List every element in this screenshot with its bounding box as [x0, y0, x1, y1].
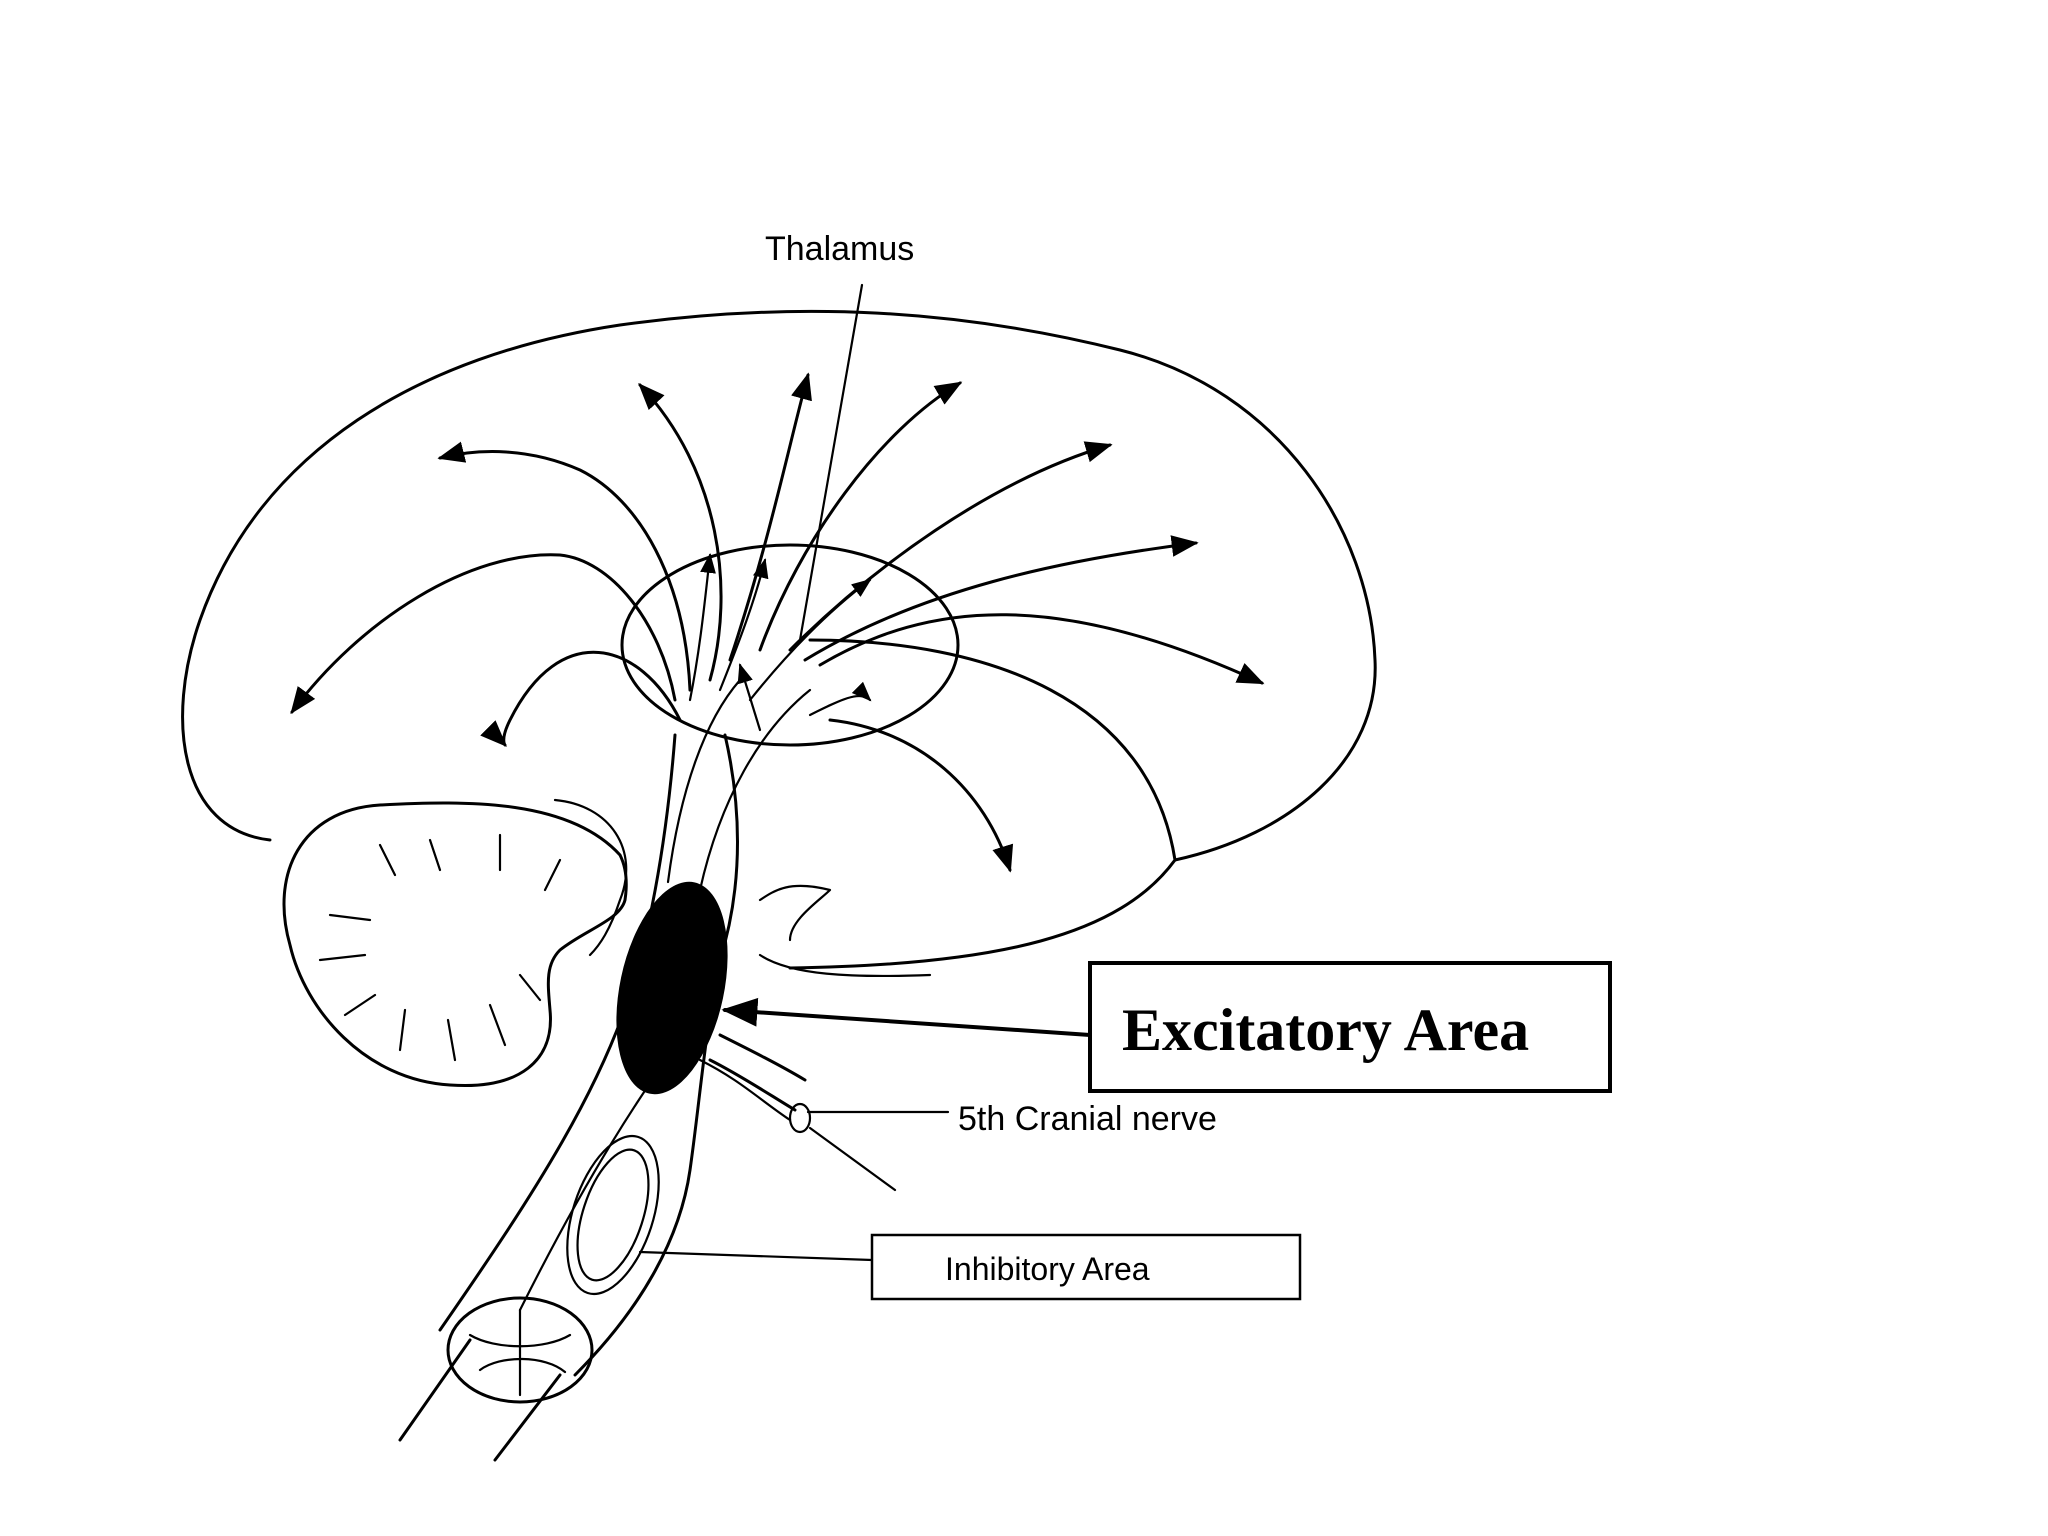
cerebrum-outline — [181, 309, 1377, 862]
thalamus-outline — [620, 543, 960, 747]
arrow-cortex-anterior-inner — [480, 650, 682, 747]
inhibitory-area-label: Inhibitory Area — [945, 1251, 1150, 1287]
ascending-pathway-left — [398, 1338, 472, 1442]
cranial-nerve-fiber — [808, 1126, 897, 1192]
brainstem-outline-right — [573, 733, 739, 1377]
spinal-cord-section — [446, 1296, 594, 1404]
arrow-cortex-anterior-high — [437, 441, 692, 692]
spinal-cord-grey-matter — [468, 1308, 572, 1397]
cranial-nerve-tip — [788, 1102, 812, 1134]
arrow-cortex-occipital-low — [818, 613, 1265, 685]
ascending-pathway-right — [493, 1373, 562, 1462]
excitatory-area-box — [1088, 961, 1612, 1093]
arrow-cortex-temporal — [828, 718, 1014, 873]
cerebellum-peduncle — [553, 798, 628, 957]
ascending-fibers — [666, 678, 812, 892]
arrow-thalamus-inner-4 — [737, 663, 762, 732]
arrow-thalamus-inner-2 — [718, 558, 769, 692]
thalamus-leader — [798, 283, 864, 642]
arrow-cortex-anterior-low — [290, 553, 677, 715]
temporal-lobe-contour — [788, 638, 1177, 970]
cranial-nerve-label: 5th Cranial nerve — [958, 1100, 1217, 1138]
excitatory-area-mass — [616, 881, 728, 1095]
projection-arrows — [290, 372, 1265, 873]
cerebellum-outline — [282, 801, 628, 1088]
arrow-cortex-vertex — [728, 372, 812, 662]
excitatory-area-label: Excitatory Area — [1122, 997, 1529, 1063]
inhibitory-area-box — [870, 1233, 1302, 1301]
inhibitory-area-mass — [576, 1148, 650, 1282]
arrow-cortex-frontal — [638, 383, 723, 682]
inhibitory-area-leader — [638, 1250, 874, 1262]
temporal-lower-edge — [758, 953, 932, 978]
brainstem-nerve-trunk — [698, 1058, 792, 1122]
arrow-cortex-occipital — [803, 535, 1199, 662]
cerebellum-arbor — [318, 833, 562, 1062]
inhibitory-area-outline — [566, 1134, 660, 1296]
thalamus-label: Thalamus — [765, 230, 914, 268]
cranial-nerve-stub — [708, 1033, 807, 1112]
arrow-thalamus-inner-5 — [808, 681, 872, 717]
arrow-cortex-parietal — [758, 381, 963, 652]
arrow-thalamus-inner-1 — [688, 553, 716, 702]
excitatory-area-pointer — [721, 997, 1092, 1037]
temporal-tip — [758, 884, 832, 942]
arrow-thalamus-inner-3 — [748, 578, 872, 702]
